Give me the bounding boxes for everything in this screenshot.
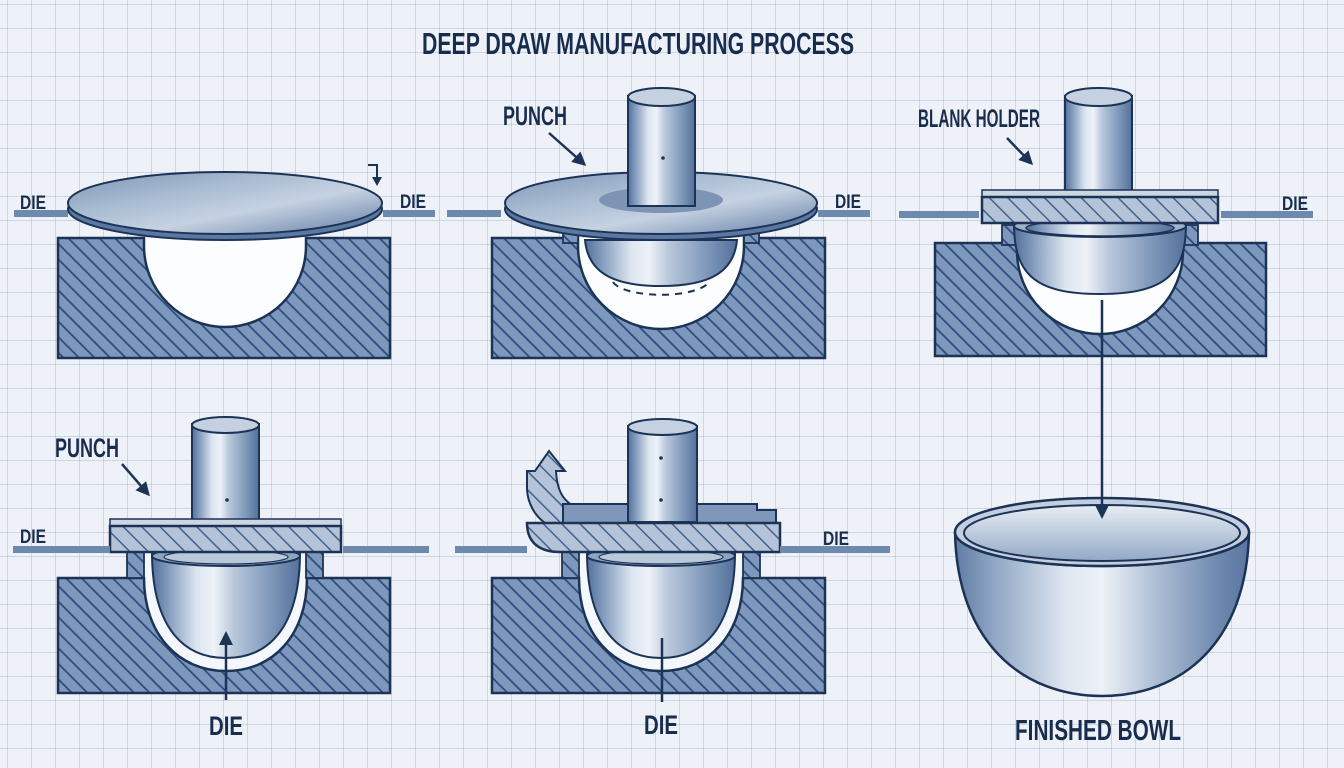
punch-callout-arrow-icon: [121, 463, 150, 497]
punch-center-mark: [659, 456, 663, 460]
finished-bowl-label: FINISHED BOWL: [1015, 715, 1181, 747]
punch-center-mark: [659, 498, 663, 502]
die-surface-line: [447, 210, 501, 217]
metal-blank-disc: [67, 171, 383, 235]
die-lip: [126, 551, 145, 579]
punch-top: [191, 416, 260, 434]
punch-cylinder: [191, 423, 260, 523]
punch-center-mark: [225, 498, 229, 502]
blank-holder-label: BLANK HOLDER: [918, 105, 1040, 133]
die-label-left: DIE: [20, 527, 46, 548]
die-surface-line: [899, 211, 979, 218]
punch-cylinder: [627, 95, 696, 207]
die-block: [56, 576, 392, 695]
punch-top: [627, 418, 698, 436]
die-lip: [742, 551, 761, 579]
die-label-right: DIE: [400, 192, 426, 213]
stage-punch-bottomed: PUNCH DIE DIE: [13, 416, 429, 741]
die-label-right: DIE: [823, 529, 849, 550]
punch-callout-arrow-icon: [548, 132, 587, 166]
blank-holder-plate: [525, 521, 782, 554]
forming-metal-dome: [583, 239, 739, 288]
die-lip: [561, 551, 580, 579]
die-block: [933, 241, 1268, 358]
punch-top: [627, 87, 696, 107]
punch-top: [1064, 87, 1133, 107]
blank-holder-plate: [108, 524, 343, 554]
stage-blank-on-die: DIE DIE: [14, 164, 435, 360]
die-label-bottom: DIE: [644, 710, 678, 740]
sheet-thickness-callout-icon: [368, 164, 382, 186]
die-surface-line: [343, 546, 429, 553]
die-surface-line: [780, 546, 890, 553]
die-surface-line: [14, 210, 68, 217]
stage-finished-bowl: FINISHED BOWL: [953, 300, 1251, 747]
die-cavity: [144, 238, 306, 327]
die-label-left: DIE: [20, 193, 46, 214]
partially-drawn-cup: [1012, 222, 1188, 296]
punch-center-mark: [661, 156, 665, 160]
page-title: DEEP DRAW MANUFACTURING PROCESS: [422, 26, 854, 61]
stage-punch-retracting: DIE DIE: [455, 418, 890, 740]
stage-punch-contact: PUNCH DIE: [447, 87, 870, 360]
die-surface-line: [383, 210, 435, 217]
die-block: [56, 236, 392, 360]
punch-label: PUNCH: [503, 101, 567, 131]
die-block: [490, 576, 827, 695]
blank-holder-callout-arrow-icon: [1006, 137, 1034, 166]
punch-cylinder: [627, 425, 698, 523]
die-label-right: DIE: [1282, 194, 1308, 215]
stage-blank-holder-clamped: BLANK HOLDER DIE: [899, 87, 1313, 358]
blank-holder-plate: [980, 195, 1220, 225]
die-label-right: DIE: [835, 192, 861, 213]
draw-depth-dashed-arc: [612, 281, 710, 296]
die-surface-line: [1221, 211, 1313, 218]
die-surface-line: [13, 546, 110, 553]
die-label-bottom: DIE: [209, 711, 243, 741]
die-surface-line: [818, 210, 870, 217]
die-surface-line: [455, 546, 527, 553]
die-lip: [305, 551, 324, 579]
die-block: [490, 236, 827, 360]
punch-label: PUNCH: [55, 433, 119, 463]
